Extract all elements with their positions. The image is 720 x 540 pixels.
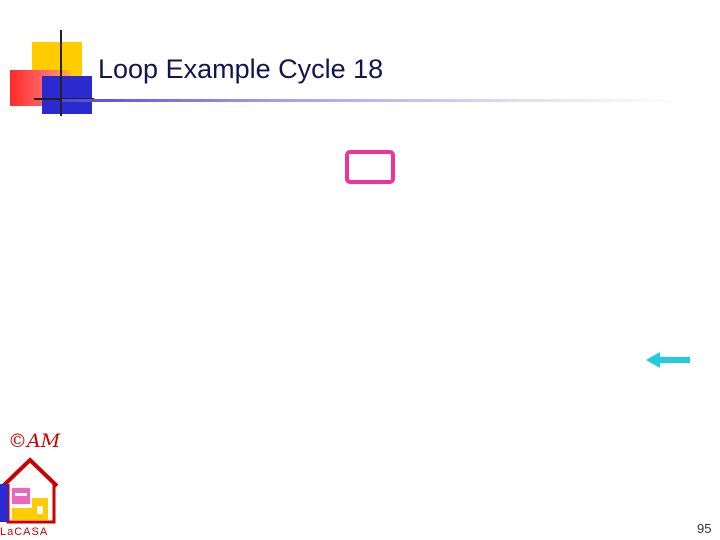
title-underline	[62, 99, 682, 102]
lacasa-logo-text: LaCASA	[0, 526, 49, 538]
left-arrow-icon	[646, 352, 690, 368]
lacasa-house-logo-icon	[0, 457, 59, 524]
template-vertical-line	[60, 30, 62, 116]
page-number: 95	[697, 521, 712, 536]
template-blue-square	[42, 76, 92, 114]
slide-title: Loop Example Cycle 18	[98, 54, 384, 84]
copyright-mark: ©AM	[8, 430, 61, 452]
pink-highlight-box	[345, 150, 395, 184]
